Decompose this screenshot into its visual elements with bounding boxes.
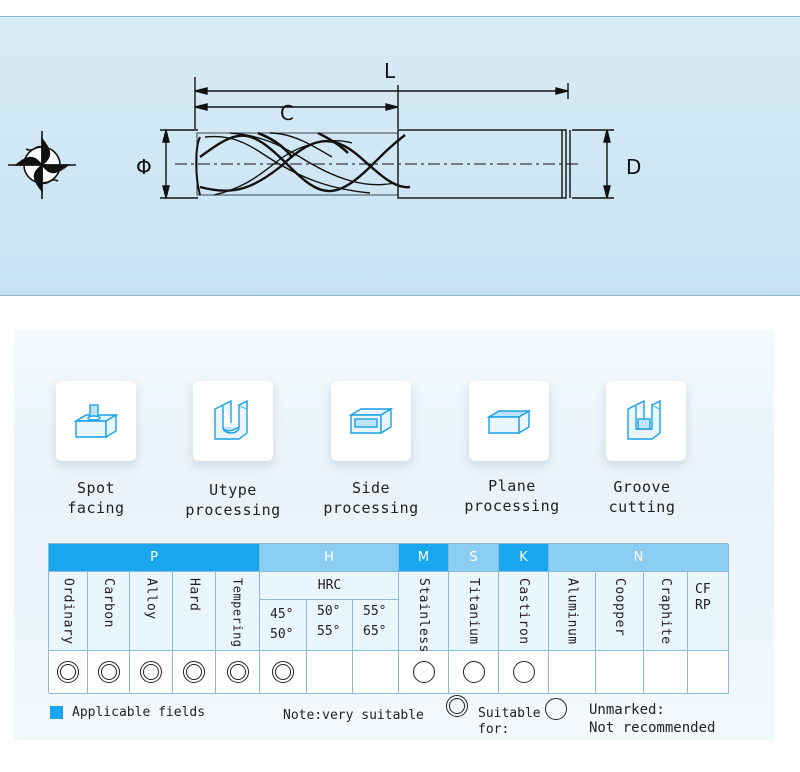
groove-cutting-card (606, 381, 686, 461)
shank-diameter-label: D (626, 155, 642, 179)
rating-stainless (399, 651, 449, 694)
col-craphite: Craphite (644, 572, 688, 651)
col-titanium: Titanium (449, 572, 499, 651)
col-hrc-55-65: 55° 65° (353, 600, 399, 651)
plane-processing-label: Plane processing (464, 477, 560, 515)
col-hrc-50-55: 50° 55° (307, 600, 353, 651)
group-m: M (399, 544, 449, 572)
rating-hard (173, 651, 216, 694)
end-mill-drawing: L C D Φ (0, 16, 800, 296)
u-type-label: Utype processing (185, 481, 281, 519)
group-s: S (449, 544, 499, 572)
u-type-icon (214, 399, 248, 440)
very-suitable-icon (57, 661, 79, 683)
rating-carbon (88, 651, 130, 694)
legend-suitable: Suitable for: (478, 706, 541, 737)
suitable-icon (412, 661, 435, 683)
rating-alloy (130, 651, 173, 694)
rating-aluminum (549, 651, 596, 694)
rating-titanium (449, 651, 499, 694)
suitable-icon (462, 661, 485, 683)
group-n: N (549, 544, 729, 572)
side-processing-card (331, 381, 411, 461)
col-coopper: Coopper (596, 572, 644, 651)
col-stainless: Stainless (399, 572, 449, 653)
cut-diameter-label: Φ (136, 155, 152, 179)
legend-unmarked: Unmarked: Not recommended (589, 702, 716, 736)
col-castiron: Castiron (499, 572, 549, 651)
side-processing-label: Side processing (323, 479, 419, 517)
applicable-fields-swatch (50, 706, 63, 719)
col-hard: Hard (173, 572, 216, 651)
rating-hrc-50-55 (307, 651, 353, 694)
plane-processing-card (469, 381, 549, 461)
col-ordinary: Ordinary (49, 572, 88, 651)
rating-craphite (644, 651, 688, 694)
col-hrc-45-50: 45° 50° (260, 600, 307, 651)
length-label: L (384, 59, 396, 83)
group-k: K (499, 544, 549, 572)
very-suitable-icon (226, 661, 249, 683)
group-h: H (260, 544, 399, 572)
rating-cfrp (688, 651, 729, 694)
spot-facing-icon (73, 404, 119, 439)
very-suitable-icon (183, 661, 205, 683)
col-aluminum: Aluminum (549, 572, 596, 651)
col-carbon: Carbon (88, 572, 130, 651)
legend-note: Note:very suitable (283, 708, 424, 723)
spot-facing-label: Spot facing (67, 479, 125, 517)
legend-applicable: Applicable fields (72, 705, 206, 720)
very-suitable-icon (140, 661, 162, 683)
plane-processing-icon (486, 409, 532, 435)
col-tempering: Tempering (216, 572, 260, 651)
rating-tempering (216, 651, 260, 694)
rating-hrc-55-65 (353, 651, 399, 694)
rating-coopper (596, 651, 644, 694)
end-view-icon (8, 131, 76, 199)
very-suitable-symbol (446, 695, 468, 717)
col-alloy: Alloy (130, 572, 173, 651)
suitable-symbol (545, 698, 567, 720)
end-mill-svg (8, 77, 614, 199)
cut-length-label: C (280, 101, 294, 125)
group-p: P (49, 544, 260, 572)
suitable-icon (512, 661, 535, 683)
groove-cutting-icon (627, 399, 661, 440)
spot-facing-card (56, 381, 136, 461)
material-table: P H M S K N Ordinary Carbon Alloy Hard T… (48, 543, 729, 694)
rating-hrc-45-50 (260, 651, 307, 694)
side-view (160, 77, 614, 199)
side-processing-icon (348, 407, 394, 435)
rating-castiron (499, 651, 549, 694)
col-cfrp: CF RP (688, 572, 729, 651)
col-hrc: HRC (260, 572, 399, 600)
groove-cutting-label: Groove cutting (608, 478, 676, 516)
very-suitable-icon (97, 661, 120, 683)
u-type-card (193, 381, 273, 461)
very-suitable-icon (272, 661, 294, 683)
rating-ordinary (49, 651, 88, 694)
